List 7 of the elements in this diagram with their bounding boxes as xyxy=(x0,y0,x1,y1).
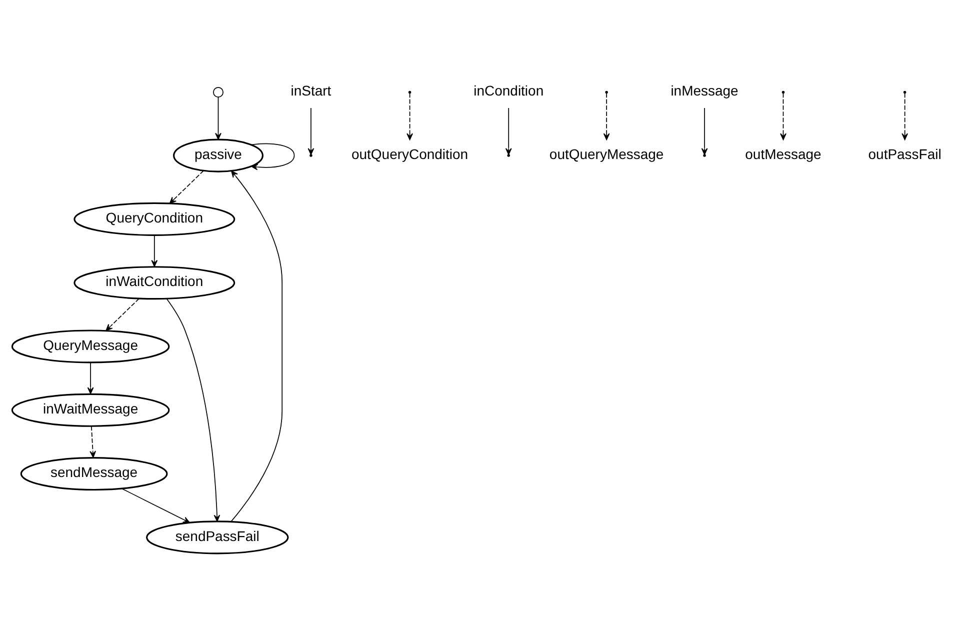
node-text: outPassFail xyxy=(868,146,942,162)
node-text: inCondition xyxy=(474,82,544,99)
node-text: inStart xyxy=(290,82,332,99)
node-text: outQueryCondition xyxy=(351,146,468,162)
node-text: outQueryMessage xyxy=(549,146,664,162)
node-text: inMessage xyxy=(670,82,738,99)
node-text: outMessage xyxy=(745,146,822,162)
